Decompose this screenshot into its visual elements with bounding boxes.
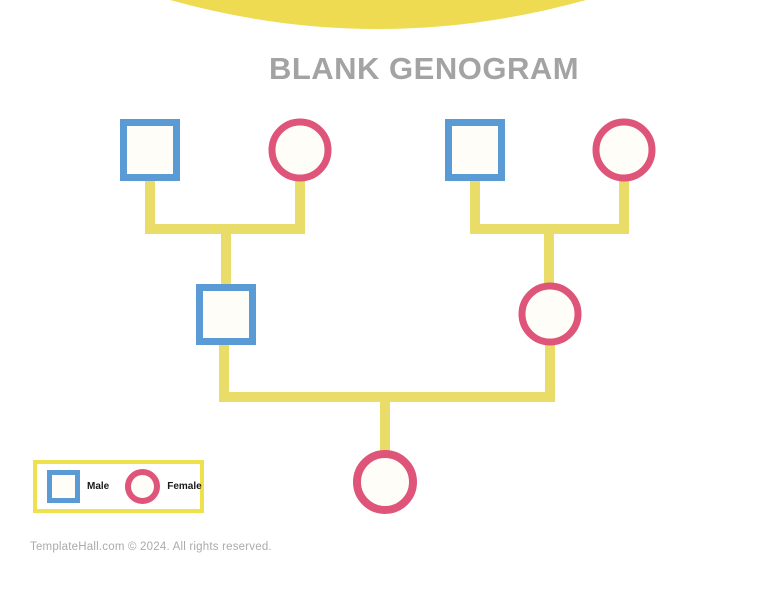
mother-node — [518, 282, 582, 346]
legend-male-square-icon — [47, 470, 80, 503]
legend-female-circle-icon — [125, 469, 161, 504]
father-node — [196, 284, 256, 345]
grandfather-right-node — [445, 119, 505, 181]
grandmother-left-node — [268, 118, 332, 182]
copyright-footer: TemplateHall.com © 2024. All rights rese… — [30, 541, 272, 553]
legend-male-label: Male — [87, 481, 110, 492]
legend-female-label: Female — [167, 481, 202, 492]
grandmother-right-node — [592, 118, 656, 182]
child-node — [353, 450, 417, 514]
page-title: BLANK GENOGRAM — [268, 51, 580, 86]
legend-box: Male Female — [33, 460, 204, 513]
top-banner-arc — [170, 0, 586, 29]
parents-union-connector — [219, 338, 555, 402]
grandfather-left-node — [120, 119, 180, 181]
